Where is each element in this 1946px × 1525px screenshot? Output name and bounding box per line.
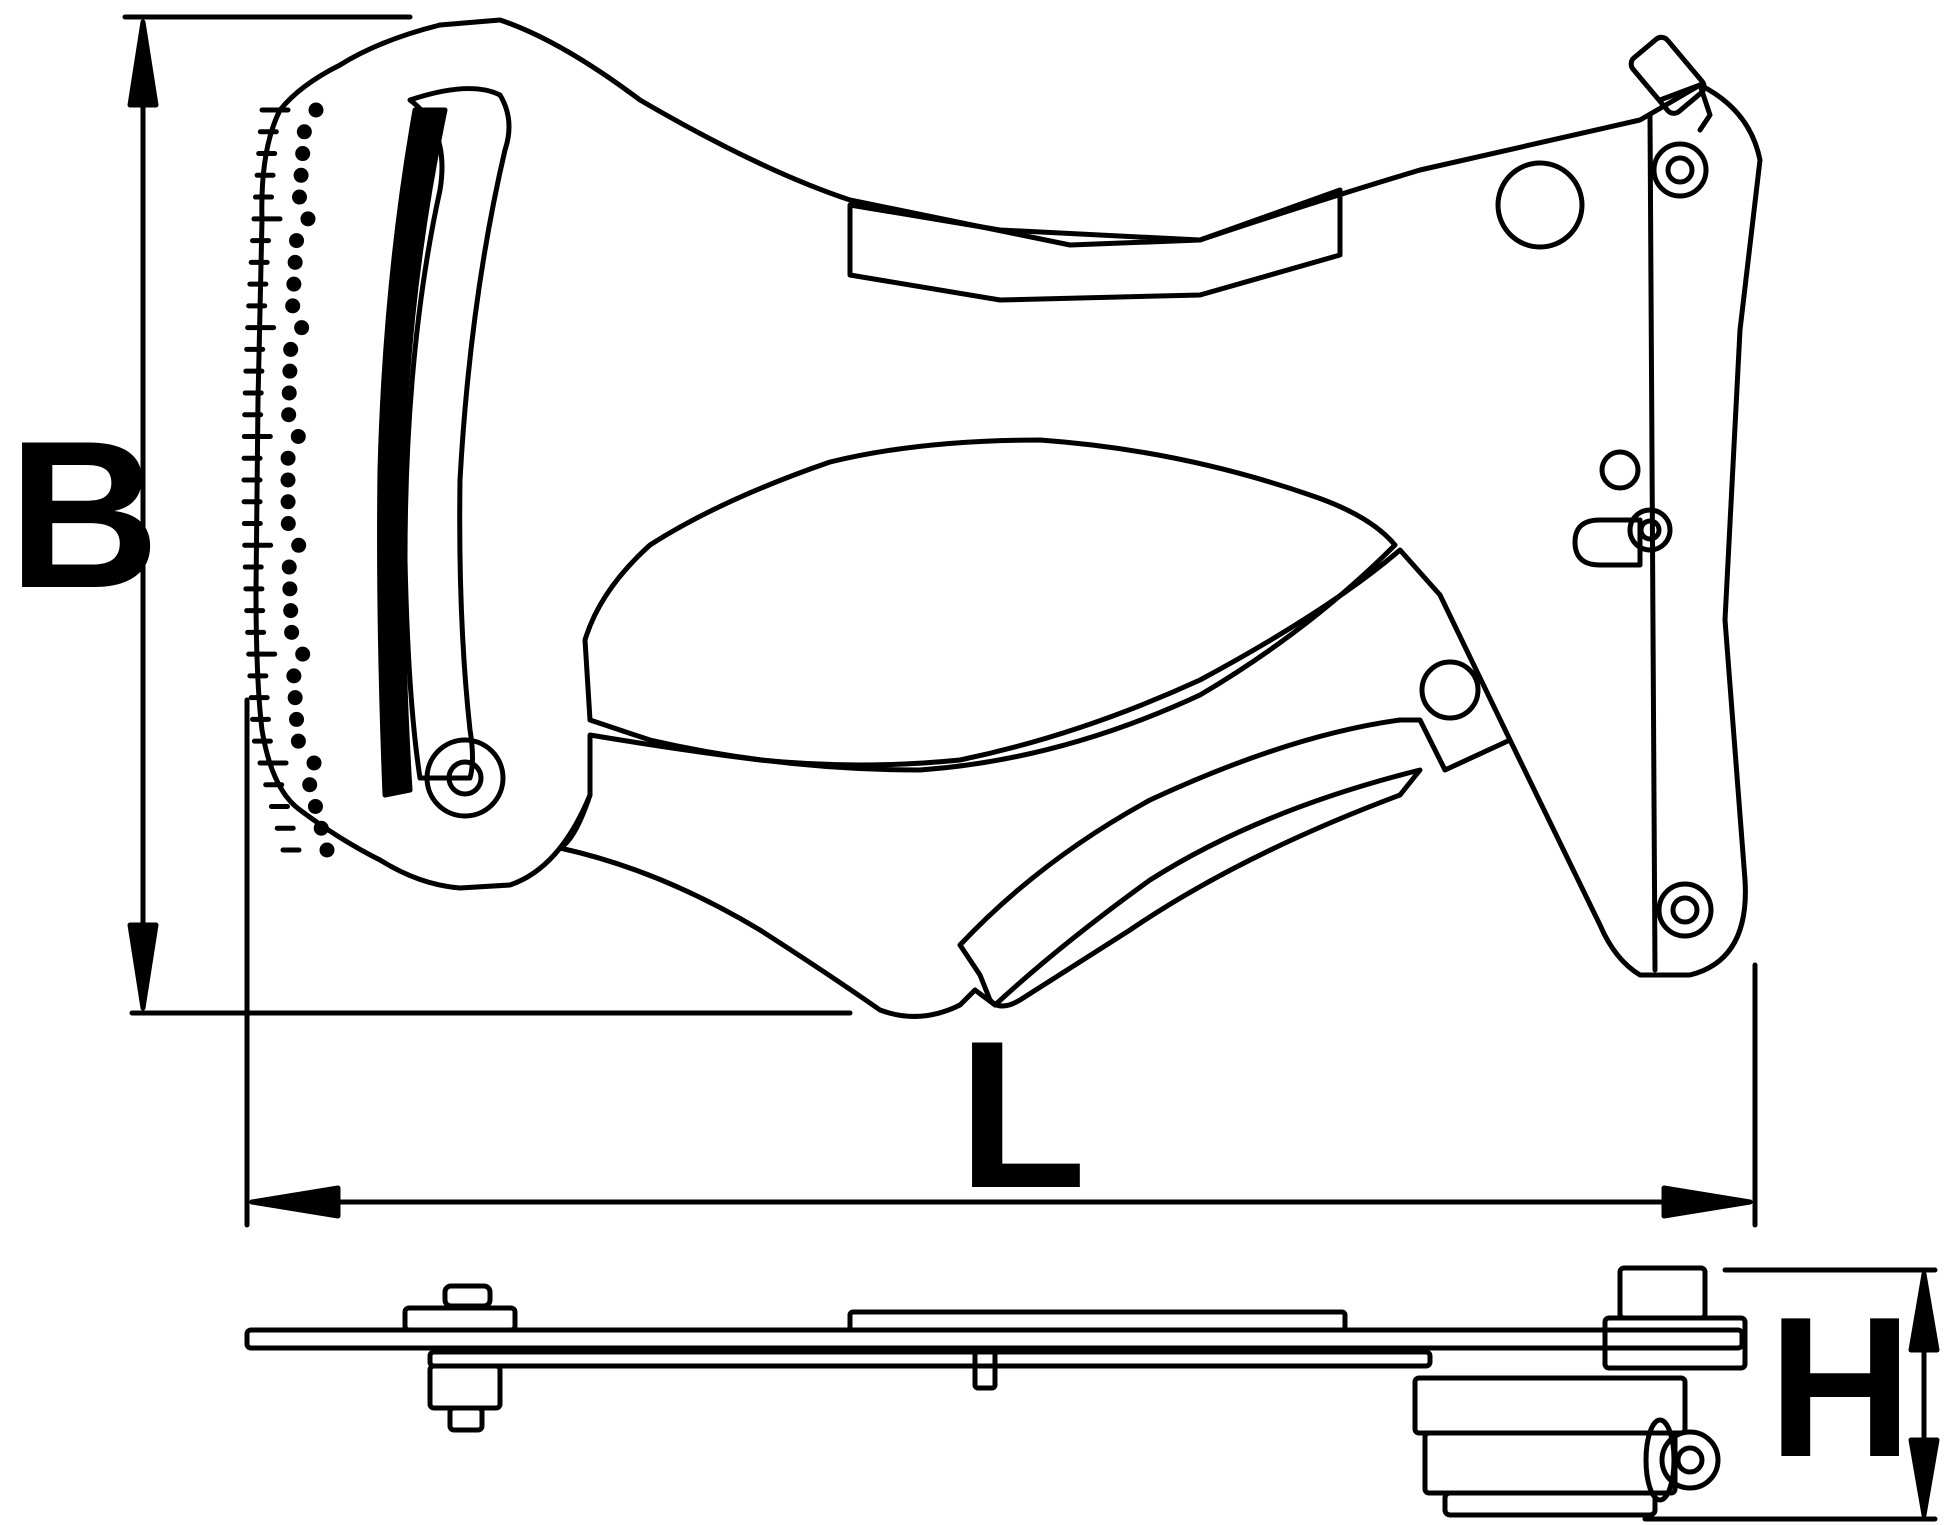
tool-body-front-view: [256, 20, 1760, 1016]
scale-mark: [322, 845, 332, 855]
side-right-block-lower: [1425, 1433, 1675, 1493]
side-right-knob: [1662, 1432, 1718, 1488]
scale-mark: [294, 192, 304, 202]
top-window: [850, 190, 1340, 300]
scale-mark: [290, 693, 300, 703]
hole-lower: [1422, 662, 1478, 718]
side-main-bar: [247, 1330, 1742, 1348]
scale-mark: [316, 823, 326, 833]
scale-mark: [305, 780, 315, 790]
scale-mark: [292, 714, 302, 724]
tool-side-view: [247, 1268, 1745, 1515]
scale-mark: [297, 323, 307, 333]
scale-slot: [405, 89, 509, 778]
dim-b-arrow-bottom: [130, 925, 156, 1008]
scale-mark: [298, 149, 308, 159]
side-right-foot: [1445, 1493, 1655, 1515]
scale-mark: [298, 649, 308, 659]
scale-mark: [293, 431, 303, 441]
large-hole: [1498, 163, 1582, 247]
scale-mark: [286, 344, 296, 354]
scale-mark: [288, 301, 298, 311]
side-right-upper-box: [1620, 1268, 1705, 1318]
side-left-hub-bottom: [430, 1366, 500, 1408]
scale-mark: [311, 105, 321, 115]
side-lower-bar: [430, 1352, 1430, 1366]
side-left-hub-top: [405, 1308, 515, 1330]
side-upper-plate: [850, 1312, 1345, 1330]
scale-mark: [289, 279, 299, 289]
jaw-tip-latch: [1628, 34, 1707, 117]
side-spacer: [975, 1348, 995, 1388]
dimension-b-label: B: [8, 397, 160, 632]
scale-tick-marks: [244, 105, 332, 855]
slotted-link: [1575, 520, 1640, 565]
side-left-hub-nut: [450, 1408, 482, 1430]
scale-mark: [299, 127, 309, 137]
dim-l-arrow-right: [1664, 1188, 1750, 1216]
side-left-hub-cap: [445, 1286, 490, 1306]
scale-mark: [287, 627, 297, 637]
scale-mark: [284, 562, 294, 572]
side-right-block: [1415, 1378, 1685, 1433]
scale-mark: [284, 388, 294, 398]
right-jaw-plate: [1650, 85, 1710, 970]
scale-mark: [293, 736, 303, 746]
dimension-h: [1645, 1270, 1937, 1519]
scale-mark: [296, 170, 306, 180]
scale-indicator-strip: [380, 110, 445, 795]
scale-pivot-screw-inner: [449, 762, 481, 794]
dim-h-arrow-top: [1911, 1274, 1937, 1350]
scale-mark: [292, 236, 302, 246]
side-right-plate: [1605, 1318, 1745, 1368]
dimension-l-label: L: [958, 997, 1087, 1232]
inner-cutout: [585, 440, 1395, 770]
dim-l-arrow-left: [252, 1188, 338, 1216]
rivet-middle: [1630, 510, 1670, 550]
scale-mark: [284, 410, 294, 420]
scale-pivot-screw: [427, 740, 503, 816]
rivet-bottom: [1659, 884, 1711, 936]
dimension-h-label: H: [1768, 1276, 1913, 1499]
small-hole-middle: [1602, 452, 1638, 488]
scale-mark: [283, 519, 293, 529]
rivet-top: [1654, 144, 1706, 196]
scale-mark: [294, 540, 304, 550]
scale-mark: [309, 758, 319, 768]
scale-mark: [283, 475, 293, 485]
scale-mark: [289, 671, 299, 681]
scale-head-outline: [256, 25, 590, 888]
scale-mark: [283, 453, 293, 463]
scale-mark: [303, 214, 313, 224]
scale-mark: [285, 584, 295, 594]
side-right-roller: [1646, 1420, 1674, 1500]
scale-mark: [290, 257, 300, 267]
scale-mark: [285, 366, 295, 376]
dimension-b: [125, 17, 850, 1013]
side-right-knob-inner: [1678, 1448, 1702, 1472]
dim-h-arrow-bottom: [1911, 1440, 1937, 1515]
scale-mark: [283, 497, 293, 507]
dim-b-arrow-top: [130, 22, 156, 105]
dimension-l: [247, 700, 1755, 1225]
scale-mark: [286, 606, 296, 616]
scale-mark: [310, 801, 320, 811]
